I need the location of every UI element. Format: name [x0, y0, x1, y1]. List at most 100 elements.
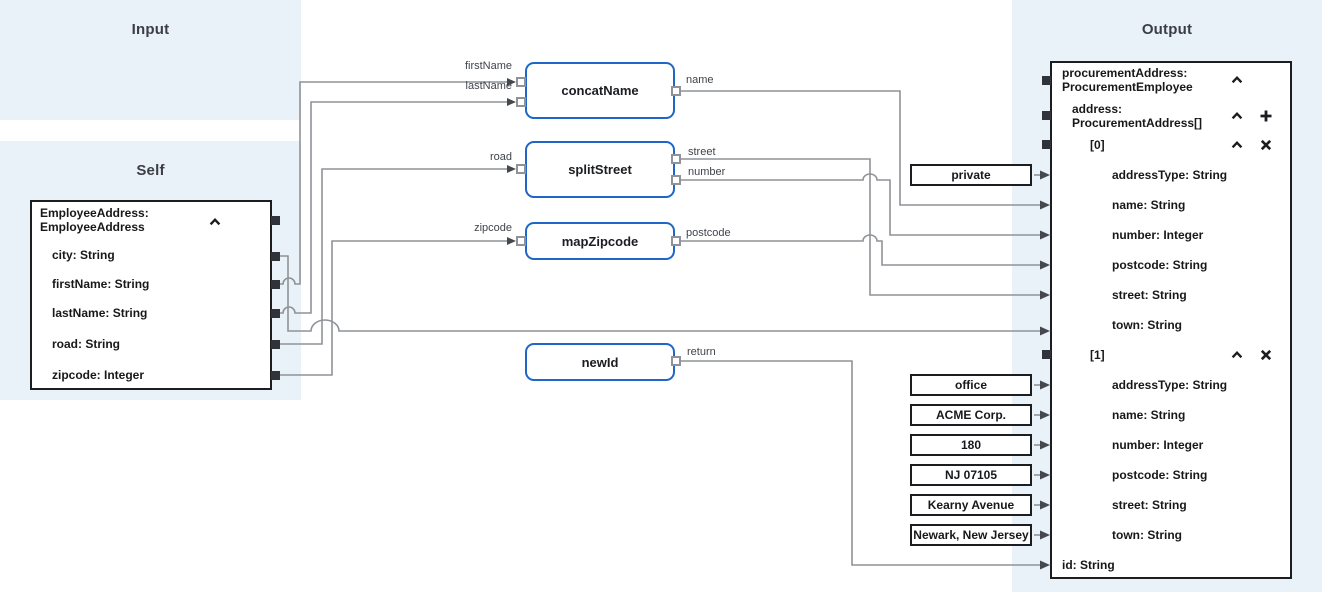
- function-name-splitstreet: splitStreet: [568, 162, 632, 177]
- wire-postcode-to-output-postcode[interactable]: [681, 234, 1040, 266]
- input-panel-title: Input: [131, 21, 170, 38]
- wire-zipcode-to-mapzipcode[interactable]: [280, 240, 507, 376]
- output-item1-port[interactable]: [1042, 350, 1051, 359]
- output-root-title-line2: ProcurementEmployee: [1062, 80, 1193, 94]
- output-address-add-item-button[interactable]: [1258, 108, 1274, 124]
- splitstreet-input-port-road[interactable]: [516, 164, 526, 174]
- function-name-newid: newId: [581, 354, 619, 370]
- constant-kearny-avenue[interactable]: Kearny Avenue: [910, 494, 1032, 516]
- x-icon: [1260, 349, 1272, 361]
- port-label-road: road: [489, 151, 512, 163]
- output-root-collapse-button[interactable]: [1229, 72, 1245, 88]
- output-item1-delete-button[interactable]: [1258, 347, 1274, 363]
- chevron-up-icon: [1231, 75, 1243, 84]
- self-road-port[interactable]: [271, 340, 280, 349]
- self-node-title-line1: EmployeeAddress:: [40, 206, 149, 220]
- output-item1-field-postcode[interactable]: postcode: String: [1112, 468, 1208, 482]
- output-item1-collapse-button[interactable]: [1229, 347, 1245, 363]
- concatname-input-port-firstname[interactable]: [516, 77, 526, 87]
- chevron-up-icon: [1231, 111, 1243, 120]
- x-icon: [1260, 139, 1272, 151]
- output-item1-field-town[interactable]: town: String: [1112, 528, 1182, 542]
- output-item0-field-postcode[interactable]: postcode: String: [1112, 258, 1208, 272]
- self-field-firstname[interactable]: firstName: String: [52, 277, 150, 291]
- constant-newark-new-jersey[interactable]: Newark, New Jersey: [910, 524, 1032, 546]
- output-root-title-line1: procurementAddress:: [1062, 66, 1188, 80]
- self-zipcode-port[interactable]: [271, 371, 280, 380]
- port-label-postcode: postcode: [686, 227, 731, 239]
- output-item0-label[interactable]: [0]: [1090, 138, 1105, 152]
- constant-180[interactable]: 180: [910, 434, 1032, 456]
- function-node-concatname[interactable]: concatName: [525, 62, 675, 119]
- output-address-port[interactable]: [1042, 111, 1051, 120]
- output-address-title-line2: ProcurementAddress[]: [1072, 116, 1203, 130]
- output-item0-field-street[interactable]: street: String: [1112, 288, 1187, 302]
- constant-private[interactable]: private: [910, 164, 1032, 186]
- output-item1-field-addresstype[interactable]: addressType: String: [1112, 378, 1228, 392]
- self-node-title-line2: EmployeeAddress: [40, 220, 145, 234]
- port-label-lastname: lastName: [465, 80, 512, 92]
- self-field-lastname[interactable]: lastName: String: [52, 306, 148, 320]
- self-field-zipcode[interactable]: zipcode: Integer: [52, 368, 145, 382]
- chevron-up-icon: [209, 217, 221, 226]
- constant-acme-corp[interactable]: ACME Corp.: [910, 404, 1032, 426]
- output-item0-collapse-button[interactable]: [1229, 137, 1245, 153]
- output-item1-field-street[interactable]: street: String: [1112, 498, 1187, 512]
- output-root-port[interactable]: [1042, 76, 1051, 85]
- newid-output-port-return[interactable]: [671, 356, 681, 366]
- wire-road-to-splitstreet[interactable]: [280, 168, 507, 345]
- self-node-port[interactable]: [271, 216, 280, 225]
- output-item1-field-name[interactable]: name: String: [1112, 408, 1186, 422]
- function-node-newid[interactable]: newId: [525, 343, 675, 381]
- output-item1-field-number[interactable]: number: Integer: [1112, 438, 1204, 452]
- function-node-splitstreet[interactable]: splitStreet: [525, 141, 675, 198]
- self-firstname-port[interactable]: [271, 280, 280, 289]
- port-label-name: name: [686, 74, 714, 86]
- function-node-mapzipcode[interactable]: mapZipcode: [525, 222, 675, 260]
- output-address-collapse-button[interactable]: [1229, 108, 1245, 124]
- port-label-street: street: [688, 146, 716, 158]
- self-field-city[interactable]: city: String: [52, 248, 115, 262]
- output-panel-title: Output: [1141, 21, 1193, 38]
- chevron-up-icon: [1231, 350, 1243, 359]
- constant-nj-07105[interactable]: NJ 07105: [910, 464, 1032, 486]
- mapzipcode-output-port-postcode[interactable]: [671, 236, 681, 246]
- port-label-return: return: [687, 346, 716, 358]
- self-field-road[interactable]: road: String: [52, 337, 120, 351]
- splitstreet-output-port-number[interactable]: [671, 175, 681, 185]
- chevron-up-icon: [1231, 140, 1243, 149]
- output-item0-delete-button[interactable]: [1258, 137, 1274, 153]
- output-procurement-node[interactable]: [1050, 61, 1292, 579]
- concatname-input-port-lastname[interactable]: [516, 97, 526, 107]
- wire-lastname-to-concatname[interactable]: [280, 101, 507, 314]
- port-label-number: number: [688, 166, 726, 178]
- self-lastname-port[interactable]: [271, 309, 280, 318]
- output-field-id[interactable]: id: String: [1062, 558, 1115, 572]
- mapzipcode-input-port-zipcode[interactable]: [516, 236, 526, 246]
- constant-office[interactable]: office: [910, 374, 1032, 396]
- self-node-collapse-button[interactable]: [207, 214, 223, 230]
- output-item0-field-number[interactable]: number: Integer: [1112, 228, 1204, 242]
- splitstreet-output-port-street[interactable]: [671, 154, 681, 164]
- arrowheads: [507, 78, 1050, 570]
- concatname-output-port-name[interactable]: [671, 86, 681, 96]
- wire-name-to-output-name[interactable]: [681, 90, 1040, 206]
- self-employeeaddress-node[interactable]: [30, 200, 272, 390]
- self-panel-title: Self: [136, 162, 165, 179]
- output-item1-label[interactable]: [1]: [1090, 348, 1105, 362]
- wire-street-to-output-street[interactable]: [681, 158, 1040, 296]
- wire-number-to-output-number[interactable]: [681, 173, 1040, 236]
- output-item0-field-addresstype[interactable]: addressType: String: [1112, 168, 1228, 182]
- wire-city-to-town[interactable]: [280, 255, 1040, 332]
- wire-return-to-output-id[interactable]: [681, 360, 1040, 566]
- output-item0-field-name[interactable]: name: String: [1112, 198, 1186, 212]
- output-item0-port[interactable]: [1042, 140, 1051, 149]
- self-city-port[interactable]: [271, 252, 280, 261]
- port-label-firstname: firstName: [464, 60, 512, 72]
- output-address-title-line1: address:: [1072, 102, 1123, 116]
- output-item0-field-town[interactable]: town: String: [1112, 318, 1182, 332]
- wire-firstname-to-concatname[interactable]: [280, 81, 507, 285]
- function-name-mapzipcode: mapZipcode: [561, 233, 639, 249]
- input-panel: Input: [0, 0, 301, 120]
